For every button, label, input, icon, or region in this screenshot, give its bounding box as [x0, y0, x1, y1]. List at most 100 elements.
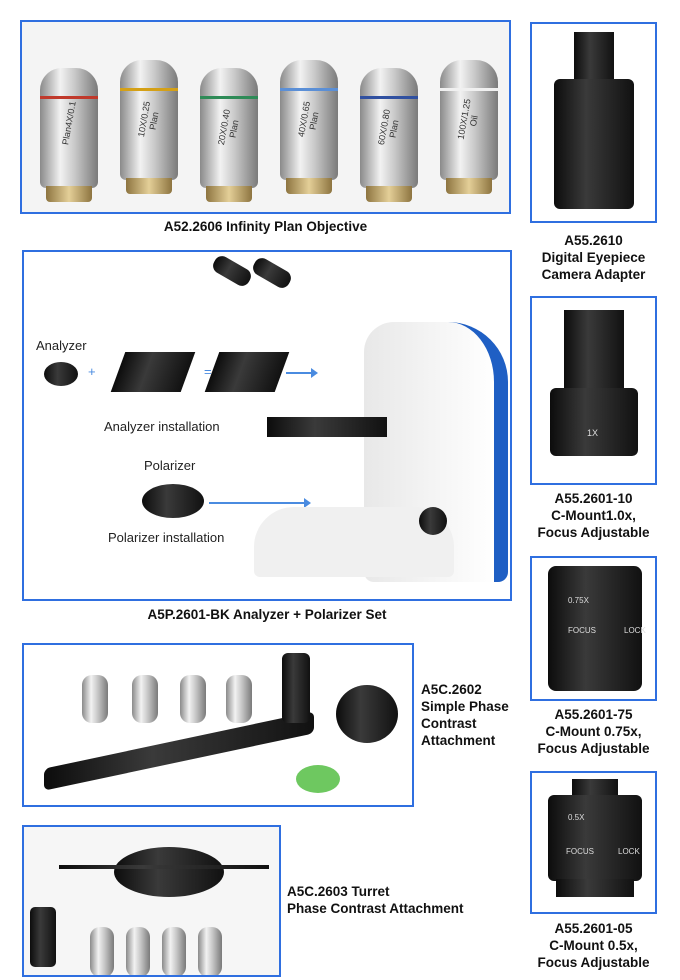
- objective-thread: [46, 186, 92, 202]
- adapter-body: [550, 388, 638, 456]
- analyzer-slider: [110, 352, 196, 392]
- centering-telescope: [282, 653, 310, 723]
- objective-label: 20X/0.40 Plan: [216, 108, 241, 146]
- adapter-image-4: 0.5X FOCUS LOCK: [530, 771, 657, 914]
- analyzer-label: Analyzer: [36, 338, 87, 353]
- caption-line: Digital Eyepiece: [541, 250, 646, 265]
- caption-line: Contrast: [421, 716, 477, 731]
- magnification-mark: 1X: [587, 428, 599, 438]
- objective-thread: [206, 186, 252, 202]
- condenser: [336, 685, 398, 743]
- adapter-image-3: 0.75X FOCUS LOCK: [530, 556, 657, 701]
- caption-line: C-Mount 0.75x,: [545, 724, 642, 739]
- objective: [180, 675, 206, 723]
- objective-label: Plan4X/0.1: [60, 100, 78, 146]
- objective: 60X/0.80 Plan: [360, 68, 418, 202]
- adapter-body: [548, 795, 642, 881]
- caption-line: Focus Adjustable: [537, 741, 650, 756]
- color-ring: [40, 96, 98, 99]
- caption-line: Phase Contrast Attachment: [287, 901, 464, 916]
- turret-handle: [59, 865, 269, 869]
- objective-thread: [286, 178, 332, 194]
- objective: Plan4X/0.1: [40, 68, 98, 202]
- adapter-image-1: [530, 22, 657, 223]
- green-filter: [296, 765, 340, 793]
- objective: 40X/0.65 Plan: [280, 60, 338, 194]
- simple-phase-image: [22, 643, 414, 807]
- plus-sign: +: [88, 364, 96, 379]
- objective-thread: [126, 178, 172, 194]
- focus-label: FOCUS: [568, 626, 596, 635]
- color-ring: [360, 96, 418, 99]
- turret-phase-image: [22, 825, 281, 977]
- arrow-icon: [209, 498, 311, 508]
- caption-line: Focus Adjustable: [537, 525, 650, 540]
- caption-line: C-Mount 0.5x,: [549, 938, 638, 953]
- equals-sign: =: [204, 364, 212, 379]
- objective: [126, 927, 150, 975]
- objective-thread: [446, 178, 492, 194]
- color-ring: [280, 88, 338, 91]
- magnification-mark: 0.75X: [568, 596, 589, 605]
- caption-line: Focus Adjustable: [537, 955, 650, 970]
- analyzer-installation-label: Analyzer installation: [104, 419, 220, 434]
- color-ring: [440, 88, 498, 91]
- objectives-image: Plan4X/0.1 10X/0.25 Plan 20X/0.40 Plan 40X/…: [20, 20, 511, 214]
- objective: [82, 675, 108, 723]
- adapter-image-2: 1X: [530, 296, 657, 485]
- objective: 100X/1.25 Oil: [440, 60, 498, 194]
- caption-line: C-Mount1.0x,: [551, 508, 636, 523]
- caption-line: A5C.2603 Turret: [287, 884, 390, 899]
- caption-line: A55.2601-05: [554, 921, 633, 936]
- centering-telescope: [30, 907, 56, 967]
- adapter-tube: [572, 779, 618, 797]
- phase-sliders: [44, 711, 314, 791]
- objective: [90, 927, 114, 975]
- adapter-tube: [574, 32, 614, 82]
- eyepiece: [210, 253, 254, 289]
- analyzer-disc: [44, 362, 78, 386]
- objective: [226, 675, 252, 723]
- adapter-body: [554, 79, 634, 209]
- lock-label: LOCK: [624, 626, 646, 635]
- stage: [267, 417, 387, 437]
- objectives-caption: A52.2606 Infinity Plan Objective: [163, 219, 368, 234]
- caption-line: Simple Phase: [421, 699, 509, 714]
- polarizer-installation-label: Polarizer installation: [108, 530, 225, 545]
- caption-line: Attachment: [421, 733, 496, 748]
- magnification-mark: 0.5X: [568, 813, 585, 822]
- objective-label: 60X/0.80 Plan: [376, 108, 401, 146]
- caption-line: A5C.2602: [421, 682, 482, 697]
- adapter-tube: [564, 310, 624, 390]
- focus-label: FOCUS: [566, 847, 594, 856]
- caption-line: Camera Adapter: [541, 267, 646, 282]
- caption-line: A55.2601-10: [554, 491, 633, 506]
- objective: 20X/0.40 Plan: [200, 68, 258, 202]
- arrow-icon: [286, 368, 318, 378]
- lock-label: LOCK: [618, 847, 640, 856]
- objective-thread: [366, 186, 412, 202]
- objective-label: 10X/0.25 Plan: [136, 100, 161, 138]
- polarizer-set-caption: A5P.2601-BK Analyzer + Polarizer Set: [147, 607, 387, 622]
- polarizer-disc: [142, 484, 204, 518]
- focus-knob: [419, 507, 447, 535]
- polarizer-label: Polarizer: [144, 458, 196, 473]
- color-ring: [200, 96, 258, 99]
- adapter-mount: [556, 879, 634, 897]
- color-ring: [120, 88, 178, 91]
- objective-label: 100X/1.25 Oil: [455, 98, 480, 141]
- eyepiece: [250, 255, 294, 291]
- objective: 10X/0.25 Plan: [120, 60, 178, 194]
- polarizer-set-image: Analyzer + = Analyzer installation Polar…: [22, 250, 512, 601]
- caption-line: A55.2610: [564, 233, 623, 248]
- objective-label: 40X/0.65 Plan: [296, 100, 321, 138]
- analyzer-assembled: [204, 352, 290, 392]
- adapter-body: [548, 566, 642, 691]
- caption-line: A55.2601-75: [554, 707, 633, 722]
